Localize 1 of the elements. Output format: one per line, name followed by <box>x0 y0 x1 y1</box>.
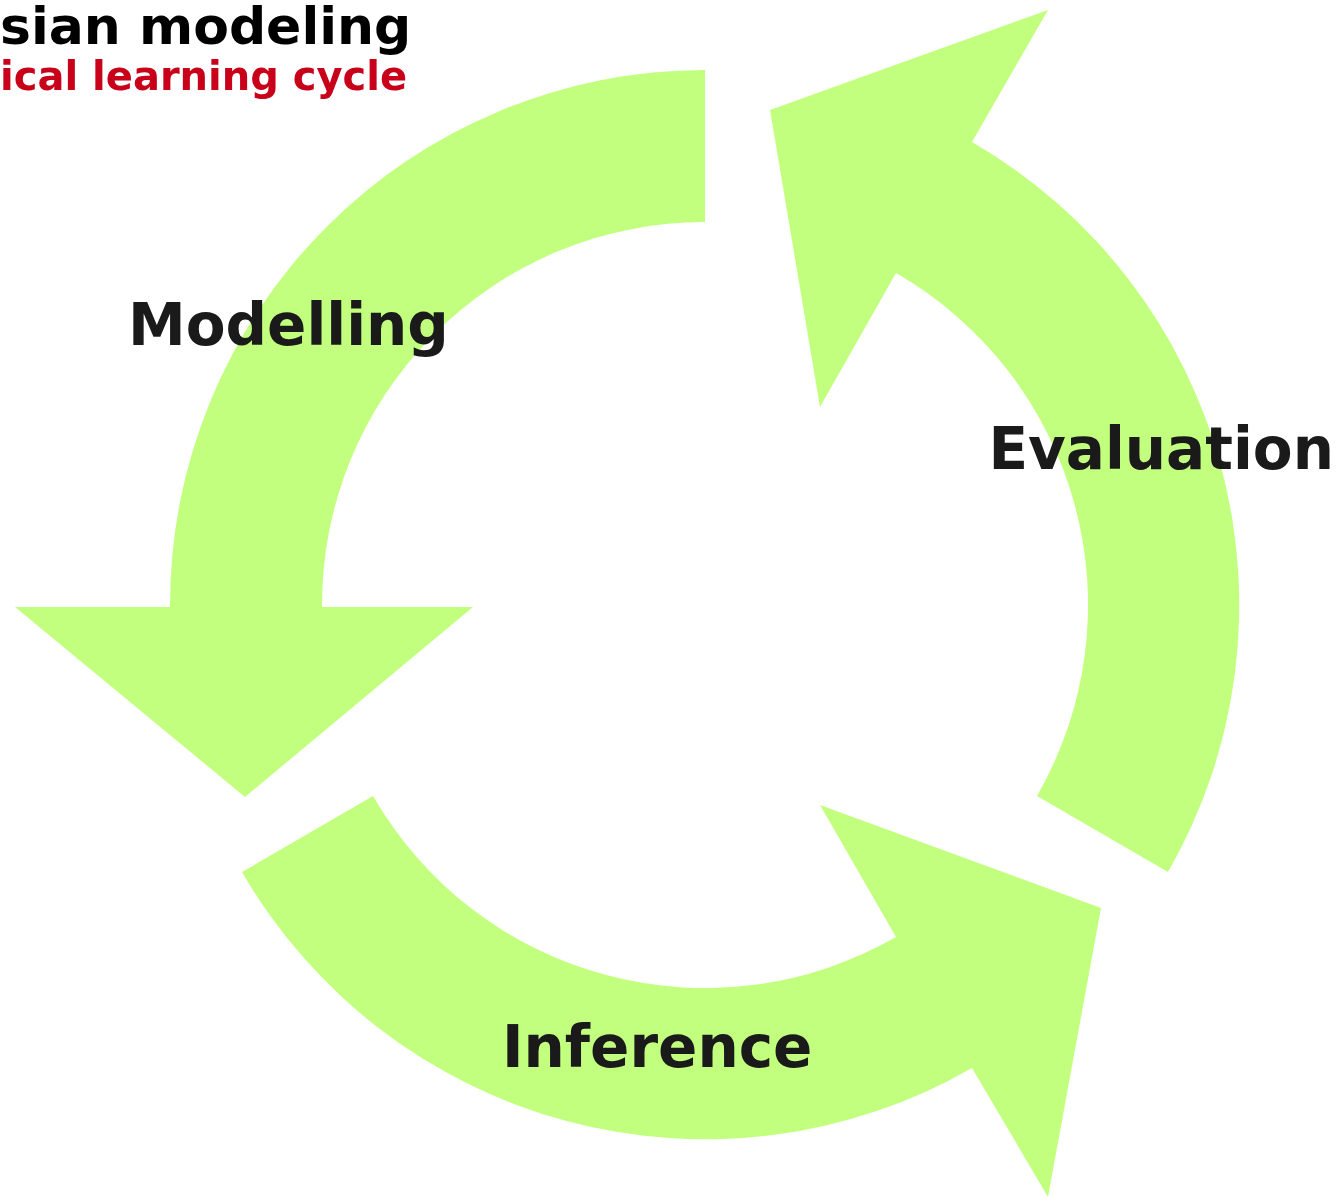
stage-label: Inference <box>502 1018 813 1076</box>
